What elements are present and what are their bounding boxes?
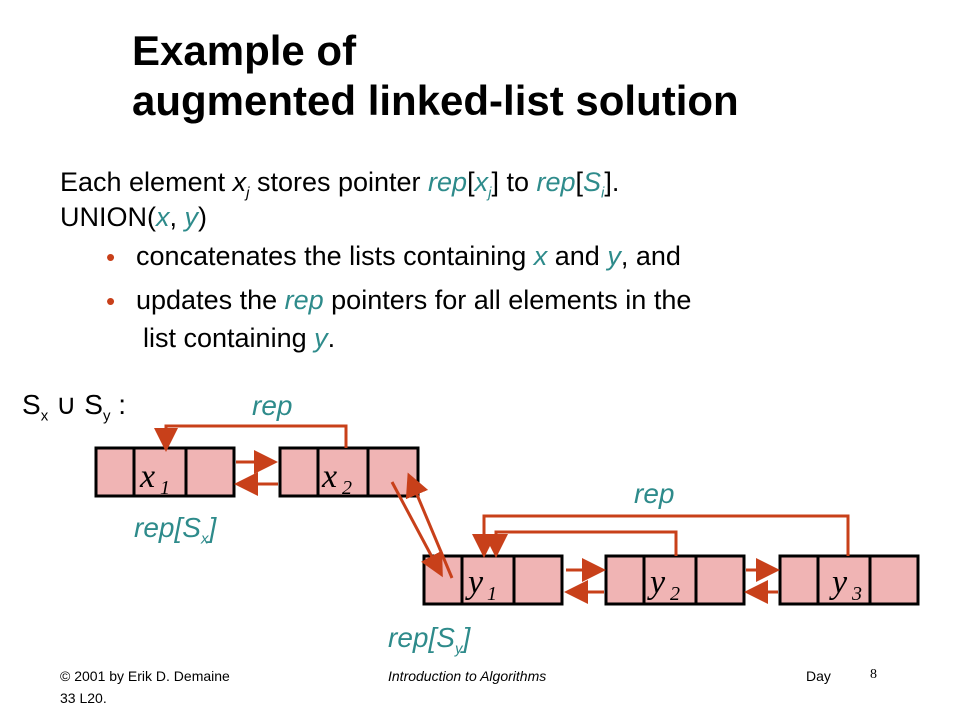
footer-copyright: © 2001 by Erik D. Demaine bbox=[60, 668, 230, 684]
node-y2: y 2 bbox=[604, 554, 746, 606]
var-x: x bbox=[232, 167, 247, 197]
rep-sy-label: rep[Sy] bbox=[388, 622, 471, 658]
rep-pointer-y2 bbox=[484, 530, 678, 558]
node-letter: x bbox=[321, 458, 337, 495]
set-union-label: Sx ∪ Sy : bbox=[22, 389, 126, 425]
rep-sx-label: rep[Sx] bbox=[134, 512, 217, 548]
page-number: 8 bbox=[870, 667, 877, 682]
rep-pointer-y3 bbox=[472, 514, 850, 558]
next-arrow bbox=[390, 481, 443, 578]
node-index: 2 bbox=[342, 477, 352, 499]
footer-lecture: 33 L20. bbox=[60, 690, 107, 706]
node-x1: x 1 bbox=[94, 446, 236, 499]
title-line-2: augmented linked-list solution bbox=[132, 77, 739, 124]
node-letter: y bbox=[647, 564, 666, 601]
title-line-1: Example of bbox=[132, 27, 357, 74]
node-box bbox=[94, 446, 236, 498]
prev-arrow bbox=[405, 472, 454, 579]
rep-label-top: rep bbox=[252, 390, 293, 421]
rep-label-right: rep bbox=[634, 478, 675, 509]
text-line-union: UNION(x, y) bbox=[60, 202, 208, 232]
footer-day: Day bbox=[806, 668, 831, 684]
node-letter: y bbox=[465, 564, 484, 601]
node-index: 1 bbox=[487, 583, 497, 605]
rep-pointer-x2 bbox=[154, 424, 348, 452]
node-letter: x bbox=[139, 458, 155, 495]
node-index: 1 bbox=[160, 477, 170, 499]
bullet-1: • bbox=[106, 242, 116, 272]
node-y3: y 3 bbox=[778, 554, 920, 606]
node-index: 3 bbox=[851, 583, 862, 605]
bullet-2: • bbox=[106, 286, 116, 316]
bullet-text-2-cont: list containing y. bbox=[143, 323, 336, 353]
footer-book: Introduction to Algorithms bbox=[388, 668, 547, 684]
bullet-text-1: concatenates the lists containing x and … bbox=[136, 241, 681, 271]
node-letter: y bbox=[829, 564, 848, 601]
slide-title: Example of augmented linked-list solutio… bbox=[132, 26, 739, 126]
node-box bbox=[778, 554, 920, 606]
node-index: 2 bbox=[670, 583, 680, 605]
bullet-text-2: updates the rep pointers for all element… bbox=[136, 285, 692, 315]
text-line-element: Each element xj stores pointer rep[xj] t… bbox=[60, 167, 620, 202]
